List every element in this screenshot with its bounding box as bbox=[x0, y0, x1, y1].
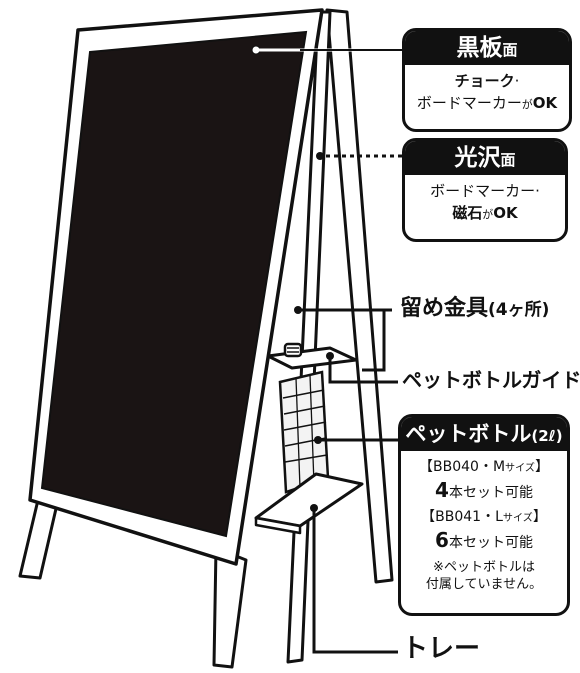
m-close-bracket: 】 bbox=[534, 459, 549, 475]
glossy-callout: 光沢面 ボードマーカー· 磁石がOK bbox=[402, 138, 568, 242]
m-size-text: サイズ bbox=[505, 463, 535, 474]
blackboard-chalk-dot: · bbox=[514, 72, 520, 90]
front-leg-left bbox=[18, 498, 60, 580]
bracket-count-text: (4ヶ所) bbox=[488, 300, 550, 320]
l-size-text: サイズ bbox=[502, 512, 533, 524]
m-count-number: 4 bbox=[435, 477, 449, 502]
blackboard-marker-text: ボードマーカー bbox=[416, 93, 522, 112]
pet-bottle-title-text: ペットボトル bbox=[405, 422, 532, 446]
m-capacity-text: 本セット可能 bbox=[448, 484, 533, 501]
bottle-note-line2: 付属していません。 bbox=[425, 576, 543, 592]
bracket-label-text: 留め金具 bbox=[400, 296, 489, 321]
blackboard-ga-text: が bbox=[521, 97, 533, 111]
blackboard-surface bbox=[40, 30, 308, 538]
guide-leader bbox=[328, 356, 398, 384]
glossy-ga-text: が bbox=[482, 207, 494, 221]
glossy-pointer-dot bbox=[316, 152, 324, 160]
m-model-text: 【BB040・M bbox=[419, 459, 506, 475]
glossy-title-text: 光沢 bbox=[454, 145, 501, 171]
l-close-bracket: 】 bbox=[532, 508, 547, 525]
blackboard-ok-text: OK bbox=[532, 93, 558, 112]
pet-bottle-size-text: (2ℓ) bbox=[531, 427, 563, 445]
blackboard-title-suffix: 面 bbox=[502, 41, 518, 59]
blackboard-title-text: 黒板 bbox=[456, 35, 503, 61]
pet-bottle-callout: ペットボトル(2ℓ) 【BB040・Mサイズ】 4本セット可能 【BB041・L… bbox=[398, 414, 570, 616]
bottle-cap bbox=[283, 342, 303, 358]
l-capacity-text: 本セット可能 bbox=[448, 534, 533, 551]
glossy-title-suffix: 面 bbox=[500, 151, 516, 169]
tray-label: トレー bbox=[402, 636, 480, 662]
l-model-text: 【BB041・L bbox=[421, 508, 503, 525]
bottle-guide-plate bbox=[266, 346, 358, 370]
tray-leader bbox=[312, 508, 398, 654]
bottle-note-line1: ※ペットボトルは bbox=[433, 559, 535, 575]
l-count-number: 6 bbox=[435, 527, 449, 552]
bracket-label: 留め金具(4ヶ所) bbox=[400, 298, 549, 320]
tray-plate bbox=[254, 472, 364, 528]
pet-bottle-callout-title: ペットボトル(2ℓ) bbox=[401, 417, 567, 451]
bottle-guide-label: ペットボトルガイド bbox=[402, 370, 580, 390]
blackboard-callout-title: 黒板面 bbox=[405, 31, 569, 65]
glossy-callout-title: 光沢面 bbox=[405, 141, 565, 175]
tray-lip bbox=[254, 516, 302, 535]
glossy-magnet-text: 磁石 bbox=[452, 203, 483, 222]
glossy-ok-text: OK bbox=[493, 203, 518, 222]
front-leg-right bbox=[212, 546, 248, 669]
glossy-marker-text: ボードマーカー· bbox=[430, 182, 540, 200]
tray-label-text: トレー bbox=[402, 634, 481, 664]
bracket-leader-down bbox=[362, 310, 386, 372]
bottle-guide-text: ペットボトルガイド bbox=[402, 368, 580, 392]
blackboard-callout: 黒板面 チョーク· ボードマーカーがOK bbox=[402, 28, 572, 132]
blackboard-chalk-text: チョーク bbox=[454, 72, 515, 90]
